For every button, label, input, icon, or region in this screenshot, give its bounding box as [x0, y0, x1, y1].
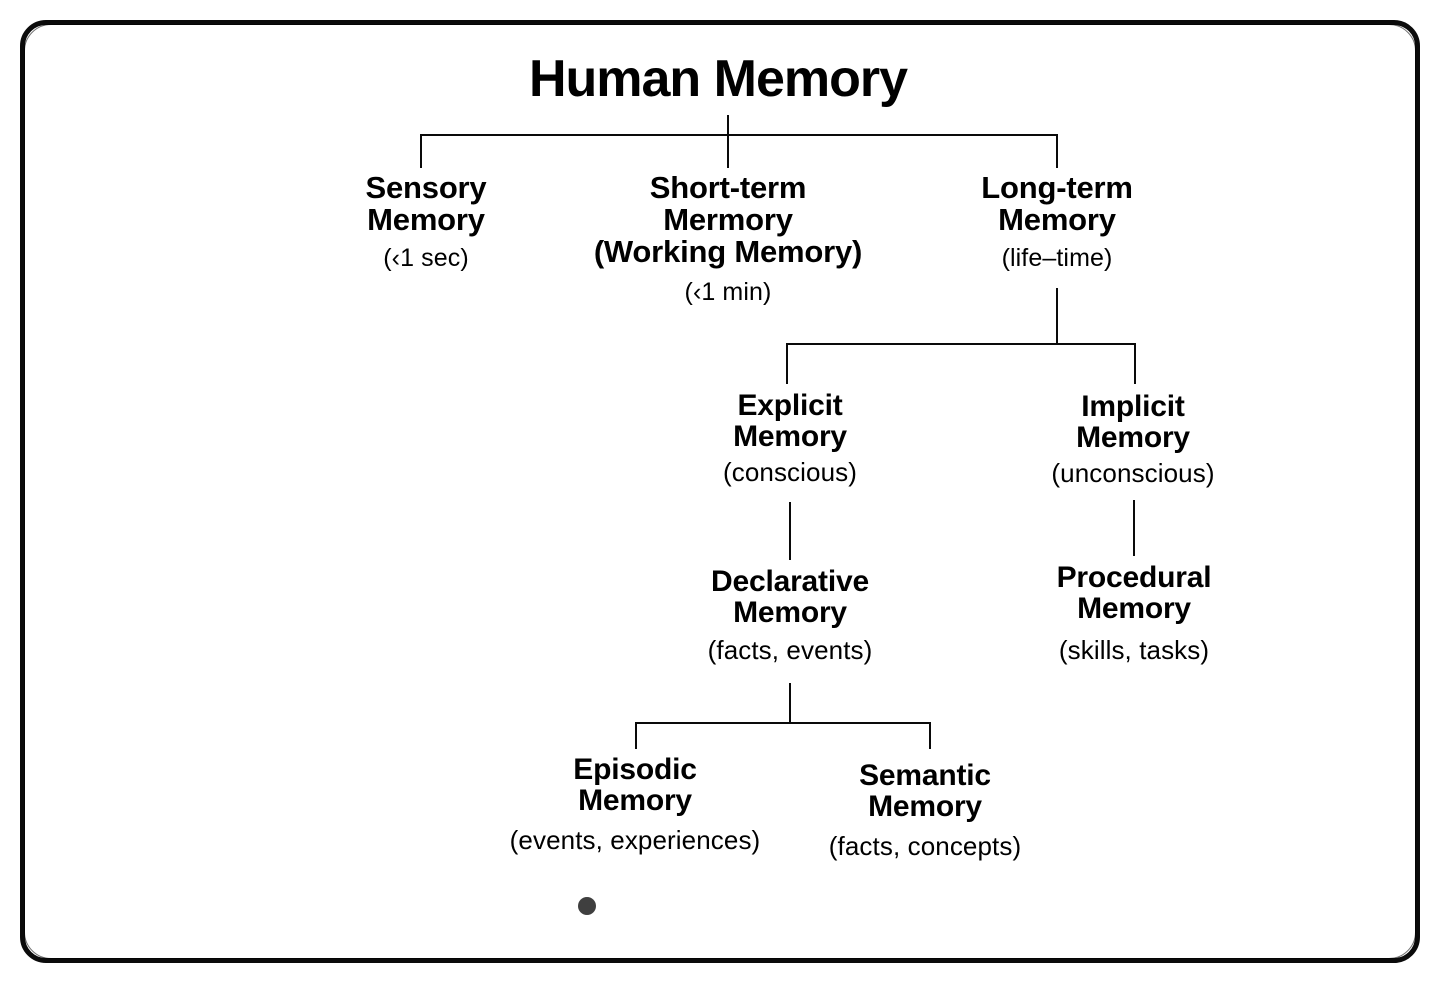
node-long-term-memory-line2: Memory — [998, 202, 1116, 238]
node-declarative-memory-line2: Memory — [733, 596, 847, 630]
node-episodic-memory-line1: Episodic — [573, 753, 697, 786]
node-long-term-memory-line1: Long-term — [981, 170, 1133, 205]
connector-to-implicit — [1134, 343, 1136, 384]
node-explicit-memory-detail: (conscious) — [722, 457, 858, 488]
node-declarative-memory[interactable]: Declarative Memory (facts, events) — [645, 566, 935, 664]
node-sensory-memory-line2: Memory — [367, 202, 485, 238]
connector-to-long-term — [1056, 134, 1058, 168]
node-procedural-memory[interactable]: Procedural Memory (skills, tasks) — [989, 562, 1279, 664]
connector-implicit-to-procedural — [1133, 500, 1135, 556]
connector-to-episodic — [635, 722, 637, 749]
node-declarative-memory-line1: Declarative — [711, 565, 869, 598]
node-explicit-memory-line2: Memory — [733, 420, 847, 454]
node-short-term-memory-line1: Short-term — [649, 170, 807, 205]
node-implicit-memory[interactable]: Implicit Memory (unconscious) — [988, 391, 1278, 487]
node-episodic-memory-line2: Memory — [578, 784, 692, 818]
node-short-term-memory-line2: Mermory — [663, 202, 793, 238]
connector-to-explicit — [786, 343, 788, 384]
node-sensory-memory-detail: (‹1 sec) — [383, 244, 469, 273]
node-long-term-memory[interactable]: Long-term Memory (life–time) — [912, 170, 1202, 273]
node-explicit-memory[interactable]: Explicit Memory (conscious) — [645, 390, 935, 486]
connector-long-term-bus — [786, 343, 1136, 345]
node-implicit-memory-line2: Memory — [1076, 421, 1190, 455]
node-explicit-memory-line1: Explicit — [737, 389, 843, 422]
node-human-memory-title: Human Memory — [528, 50, 908, 108]
node-short-term-memory[interactable]: Short-term Mermory (Working Memory) (‹1 … — [448, 170, 1008, 306]
node-episodic-memory-detail: (events, experiences) — [509, 825, 761, 856]
slide-bullet-dot — [578, 897, 596, 915]
node-sensory-memory-line1: Sensory — [365, 170, 487, 205]
connector-to-sensory — [420, 134, 422, 168]
connector-declarative-bus — [635, 722, 931, 724]
connector-to-short-term — [727, 134, 729, 168]
connector-long-term-stem — [1056, 288, 1058, 344]
node-implicit-memory-line1: Implicit — [1081, 390, 1185, 423]
node-implicit-memory-detail: (unconscious) — [1051, 458, 1215, 489]
node-semantic-memory-line1: Semantic — [859, 759, 991, 792]
node-semantic-memory[interactable]: Semantic Memory (facts, concepts) — [780, 760, 1070, 860]
node-sensory-memory[interactable]: Sensory Memory (‹1 sec) — [281, 170, 571, 273]
node-procedural-memory-detail: (skills, tasks) — [1058, 635, 1210, 666]
connector-root-bus — [420, 134, 1058, 136]
node-procedural-memory-line2: Memory — [1077, 592, 1191, 626]
connector-to-semantic — [929, 722, 931, 749]
node-procedural-memory-line1: Procedural — [1056, 561, 1212, 594]
connector-root-stem — [727, 115, 729, 135]
connector-declarative-stem — [789, 683, 791, 723]
node-declarative-memory-detail: (facts, events) — [707, 635, 873, 666]
node-episodic-memory[interactable]: Episodic Memory (events, experiences) — [490, 754, 780, 854]
node-short-term-memory-line3: (Working Memory) — [593, 234, 863, 270]
node-human-memory[interactable]: Human Memory — [0, 52, 1438, 106]
node-semantic-memory-line2: Memory — [868, 790, 982, 824]
connector-explicit-to-declarative — [789, 502, 791, 560]
node-short-term-memory-detail: (‹1 min) — [684, 277, 772, 306]
node-long-term-memory-detail: (life–time) — [1001, 244, 1113, 273]
node-semantic-memory-detail: (facts, concepts) — [828, 831, 1022, 862]
